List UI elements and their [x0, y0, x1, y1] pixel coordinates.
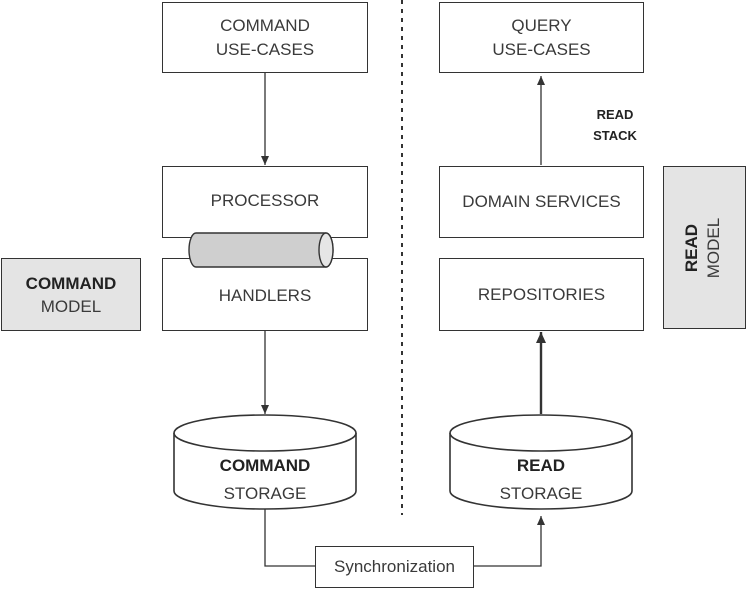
query-use-cases-line1: QUERY: [511, 15, 572, 35]
synchronization-box: Synchronization: [315, 546, 474, 588]
command-use-cases-box: COMMAND USE-CASES: [162, 2, 368, 73]
handlers-label: HANDLERS: [218, 285, 312, 305]
read-stack-line2: STACK: [593, 128, 637, 143]
command-storage-cylinder: [173, 414, 357, 510]
command-model-bold: COMMAND: [25, 273, 117, 293]
query-use-cases-box: QUERY USE-CASES: [439, 2, 644, 73]
read-model-normal: MODEL: [704, 217, 723, 279]
processor-box: PROCESSOR: [162, 166, 368, 238]
read-storage-bold: READ: [516, 456, 566, 475]
command-use-cases-line2: USE-CASES: [215, 39, 315, 59]
command-storage-label: COMMAND STORAGE: [174, 452, 356, 508]
command-use-cases-line1: COMMAND: [220, 15, 310, 35]
command-storage-normal: STORAGE: [223, 484, 307, 503]
read-model-label: READ MODEL: [681, 168, 727, 328]
domain-services-label: DOMAIN SERVICES: [462, 192, 621, 211]
read-stack-label: READ STACK: [575, 104, 655, 146]
repositories-box: REPOSITORIES: [439, 258, 644, 331]
query-use-cases-line2: USE-CASES: [492, 39, 591, 59]
processor-label: PROCESSOR: [210, 191, 320, 210]
repositories-label: REPOSITORIES: [477, 284, 606, 304]
read-storage-normal: STORAGE: [499, 484, 583, 503]
read-storage-cylinder: [449, 414, 633, 510]
command-model-box: COMMAND MODEL: [1, 258, 141, 331]
handlers-box: HANDLERS: [162, 258, 368, 331]
synchronization-label: Synchronization: [334, 557, 455, 576]
sync-line-right: [474, 516, 545, 567]
command-storage-bold: COMMAND: [219, 456, 311, 475]
domain-services-box: DOMAIN SERVICES: [439, 166, 644, 238]
read-storage-label: READ STORAGE: [450, 452, 632, 508]
command-model-normal: MODEL: [40, 296, 102, 316]
read-model-box: [663, 166, 746, 329]
sync-line-left: [264, 507, 315, 567]
read-model-bold: READ: [682, 223, 701, 273]
read-stack-line1: READ: [596, 107, 634, 122]
